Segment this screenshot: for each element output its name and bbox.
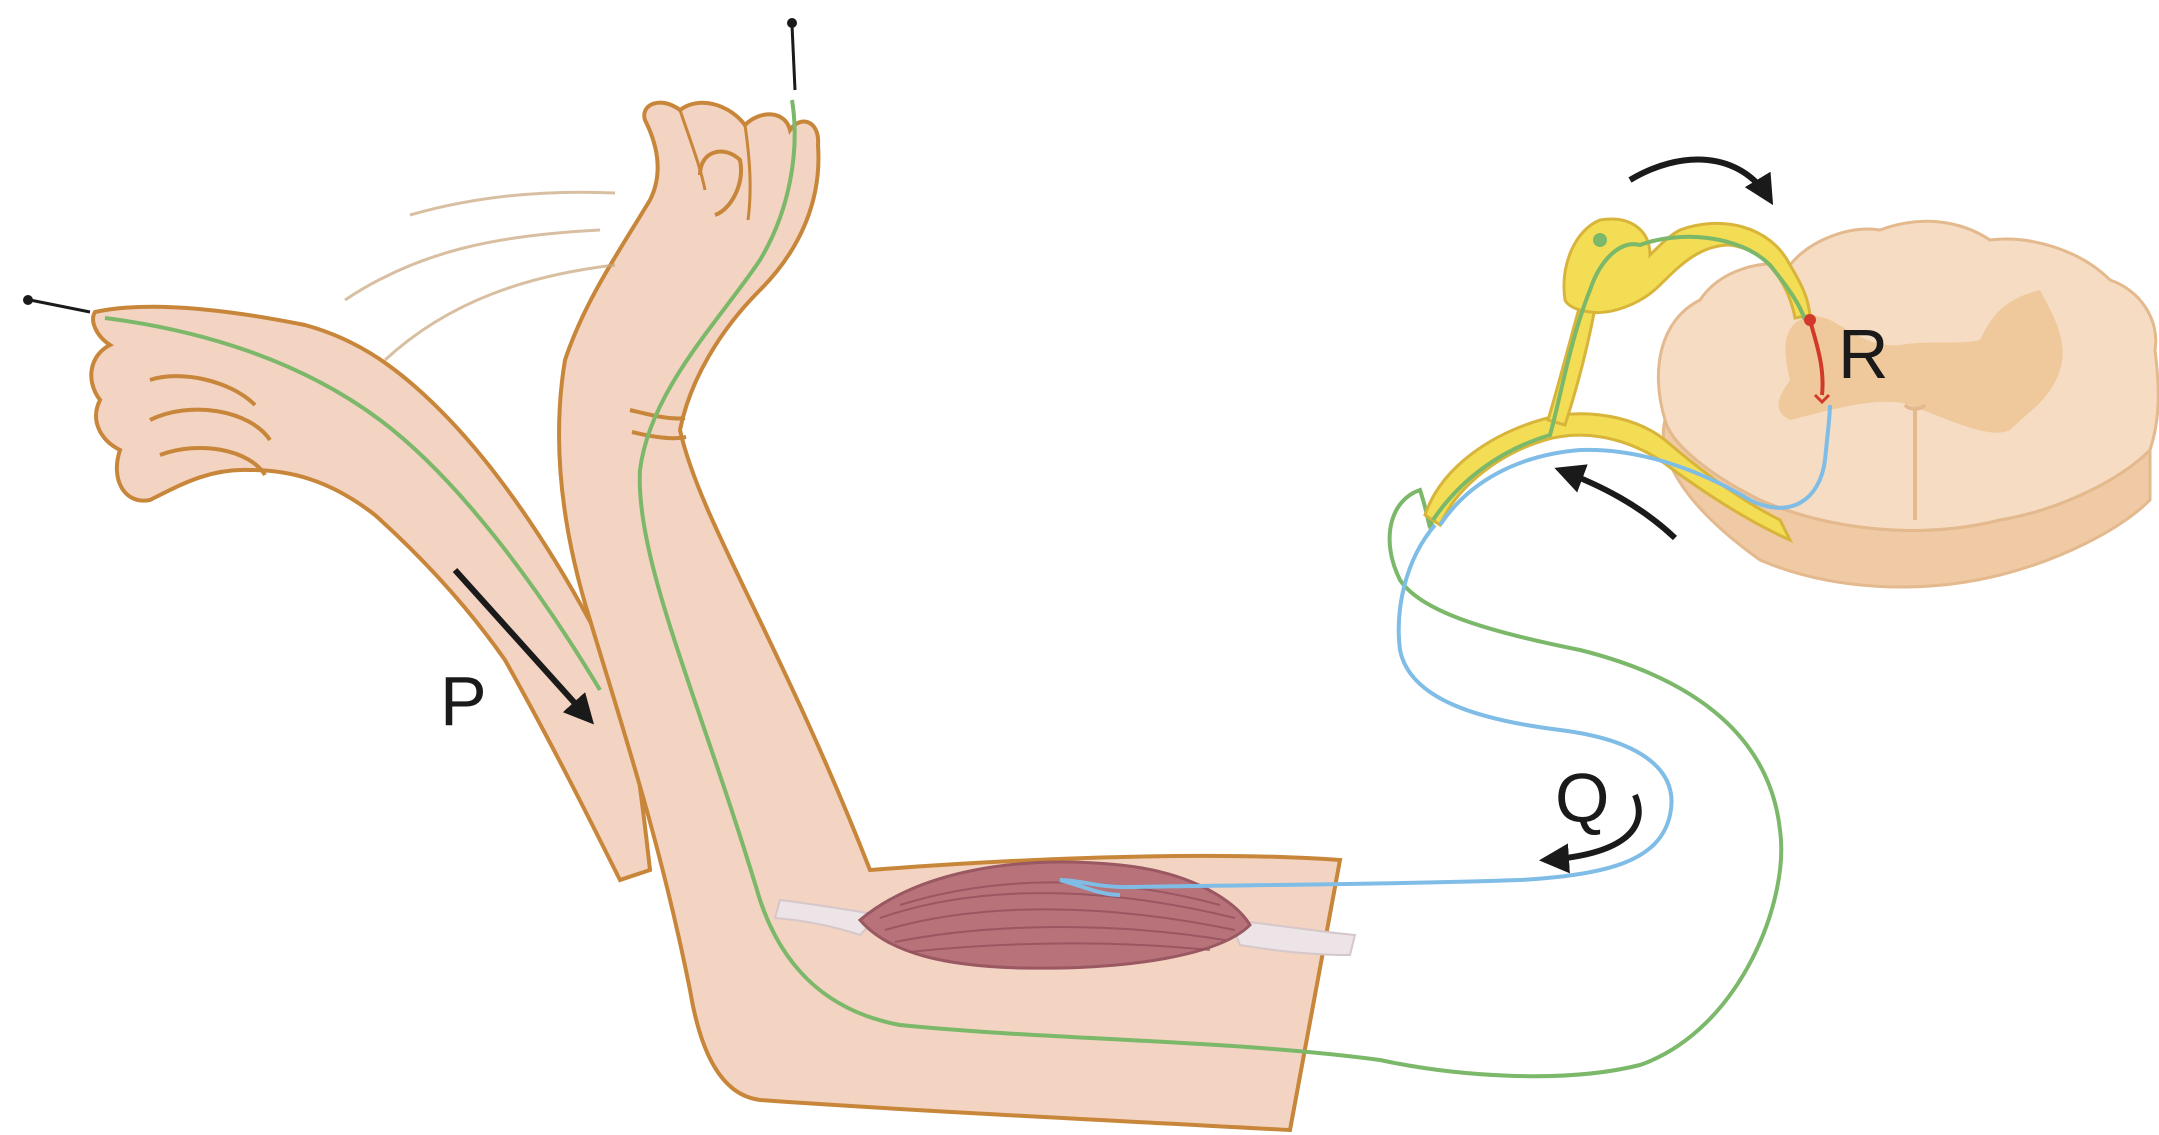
arm-group (91, 103, 1340, 1130)
label-r: R (1838, 315, 1889, 393)
arrow-up-left-icon (1560, 470, 1675, 538)
main-arm (559, 103, 1340, 1130)
sensory-neuron-cell-body (1593, 233, 1607, 247)
pin-icon (23, 295, 90, 312)
motor-nerve (1060, 525, 1672, 895)
curved-arrow-icon (1630, 160, 1770, 200)
interneuron-cell-body (1804, 314, 1816, 326)
spinal-cord (1658, 221, 2158, 587)
label-p: P (440, 662, 487, 740)
pin-icon (787, 18, 797, 90)
label-q: Q (1555, 759, 1609, 837)
